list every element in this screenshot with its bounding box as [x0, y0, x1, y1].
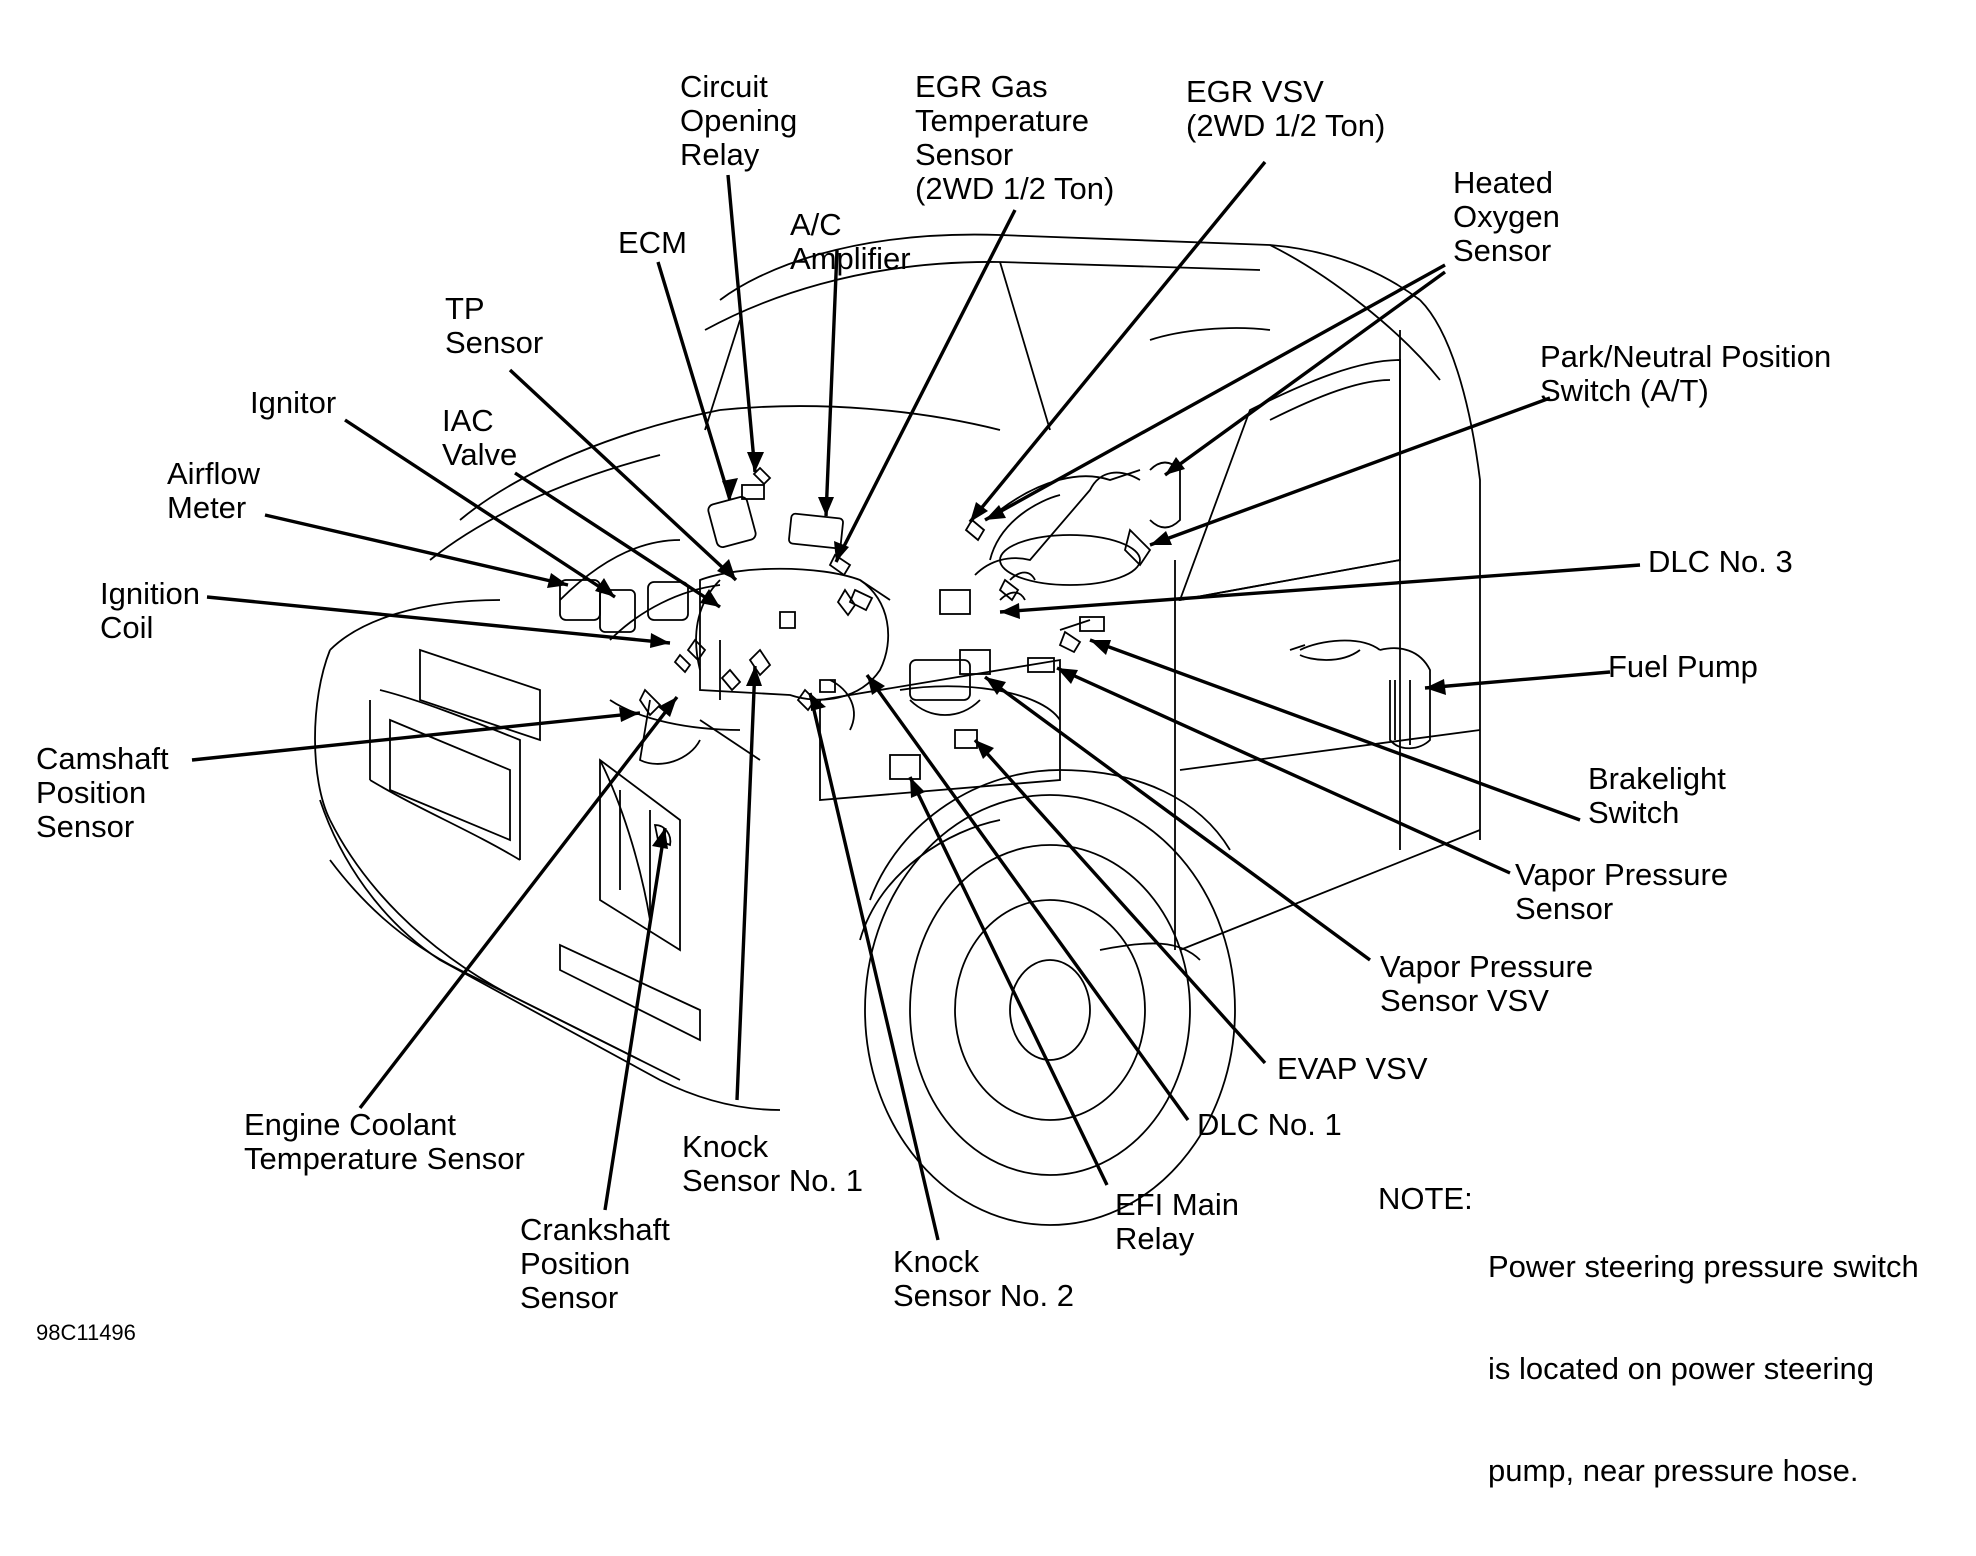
note-heading: NOTE:	[1378, 1181, 1473, 1216]
label-line: Relay	[1115, 1221, 1195, 1256]
label-line: Amplifier	[790, 241, 911, 276]
label-dlc3: DLC No. 3	[1648, 545, 1793, 579]
truck-engine-illustration	[191, 160, 1641, 1241]
label-line: Ignitor	[250, 385, 337, 420]
label-line: Sensor VSV	[1380, 983, 1549, 1018]
label-line: Circuit	[680, 69, 768, 104]
label-line: EGR Gas	[915, 69, 1048, 104]
label-line: Oxygen	[1453, 199, 1560, 234]
label-line: (2WD 1/2 Ton)	[1186, 108, 1386, 143]
label-line: Park/Neutral Position	[1540, 339, 1832, 374]
label-line: Temperature Sensor	[244, 1141, 525, 1176]
label-line: ECM	[618, 225, 687, 260]
label-line: TP	[445, 291, 485, 326]
label-line: Engine Coolant	[244, 1107, 456, 1142]
label-line: Sensor No. 2	[893, 1278, 1074, 1313]
label-line: Vapor Pressure	[1380, 949, 1594, 984]
label-evap-vsv: EVAP VSV	[1277, 1052, 1428, 1086]
label-line: Coil	[100, 610, 154, 645]
label-line: Heated	[1453, 165, 1553, 200]
label-line: Relay	[680, 137, 760, 172]
label-line: A/C	[790, 207, 842, 242]
fuel-tank	[1289, 639, 1431, 750]
label-line: EFI Main	[1115, 1187, 1240, 1222]
note-text: Power steering pressure switch is locate…	[1488, 1182, 1919, 1556]
engine-assembly	[559, 461, 1181, 847]
label-line: EGR VSV	[1186, 74, 1324, 109]
label-line: Camshaft	[36, 741, 169, 776]
label-line: DLC No. 3	[1648, 544, 1793, 579]
label-line: Valve	[442, 437, 518, 472]
front-wheel	[859, 769, 1236, 1226]
label-line: DLC No. 1	[1197, 1107, 1342, 1142]
label-line: Meter	[167, 490, 247, 525]
label-line: (2WD 1/2 Ton)	[915, 171, 1115, 206]
label-line: Crankshaft	[520, 1212, 670, 1247]
label-dlc1: DLC No. 1	[1197, 1108, 1342, 1142]
figure-code: 98C11496	[36, 1320, 136, 1345]
label-fuel-pump: Fuel Pump	[1608, 650, 1758, 684]
label-line: EVAP VSV	[1277, 1051, 1428, 1086]
label-line: Switch (A/T)	[1540, 373, 1709, 408]
label-line: Sensor	[915, 137, 1014, 172]
note-line: pump, near pressure hose.	[1488, 1453, 1859, 1488]
label-line: Sensor	[445, 325, 544, 360]
label-line: Brakelight	[1588, 761, 1726, 796]
label-line: Temperature	[915, 103, 1090, 138]
label-line: Sensor	[520, 1280, 619, 1315]
label-line: Sensor	[1453, 233, 1552, 268]
label-ignitor: Ignitor	[250, 386, 336, 420]
label-ecm: ECM	[618, 226, 687, 260]
label-line: IAC	[442, 403, 494, 438]
label-line: Ignition	[100, 576, 200, 611]
label-line: Position	[36, 775, 147, 810]
leader-arrowheads	[547, 452, 1446, 849]
truck-body-outline	[314, 233, 1481, 1111]
label-line: Sensor	[1515, 891, 1614, 926]
label-line: Sensor No. 1	[682, 1163, 863, 1198]
label-line: Position	[520, 1246, 631, 1281]
note-line: is located on power steering	[1488, 1351, 1875, 1386]
label-line: Sensor	[36, 809, 135, 844]
label-egr-vsv: EGR VSV(2WD 1/2 Ton)	[1186, 75, 1385, 143]
label-line: Vapor Pressure	[1515, 857, 1729, 892]
label-line: Knock	[893, 1244, 980, 1279]
note-line: Power steering pressure switch	[1488, 1249, 1919, 1284]
label-line: Fuel Pump	[1608, 649, 1758, 684]
leader-lines	[191, 160, 1641, 1241]
label-line: Opening	[680, 103, 798, 138]
label-line: Knock	[682, 1129, 769, 1164]
label-line: Airflow	[167, 456, 261, 491]
label-line: Switch	[1588, 795, 1680, 830]
